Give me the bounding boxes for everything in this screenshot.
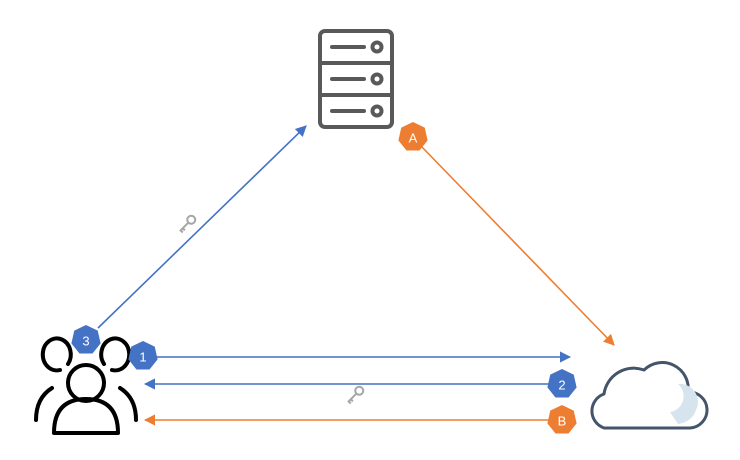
server-icon <box>318 29 394 129</box>
arrow-user-to-server <box>97 125 307 329</box>
cloud-icon <box>590 361 709 430</box>
step-badge-2: 2 <box>547 369 577 398</box>
svg-text:B: B <box>558 414 567 429</box>
users-icon <box>34 336 138 435</box>
step-badge-3: 3 <box>71 325 101 354</box>
svg-text:A: A <box>409 131 418 146</box>
step-badge-b: B <box>547 405 577 434</box>
step-badge-1: 1 <box>128 341 158 370</box>
key-icon <box>179 214 197 234</box>
step-badge-a: A <box>398 122 428 151</box>
svg-text:3: 3 <box>82 334 89 349</box>
key-icon <box>347 385 365 405</box>
arrow-server-to-cloud <box>420 145 615 346</box>
svg-text:2: 2 <box>558 378 565 393</box>
svg-text:1: 1 <box>139 350 146 365</box>
